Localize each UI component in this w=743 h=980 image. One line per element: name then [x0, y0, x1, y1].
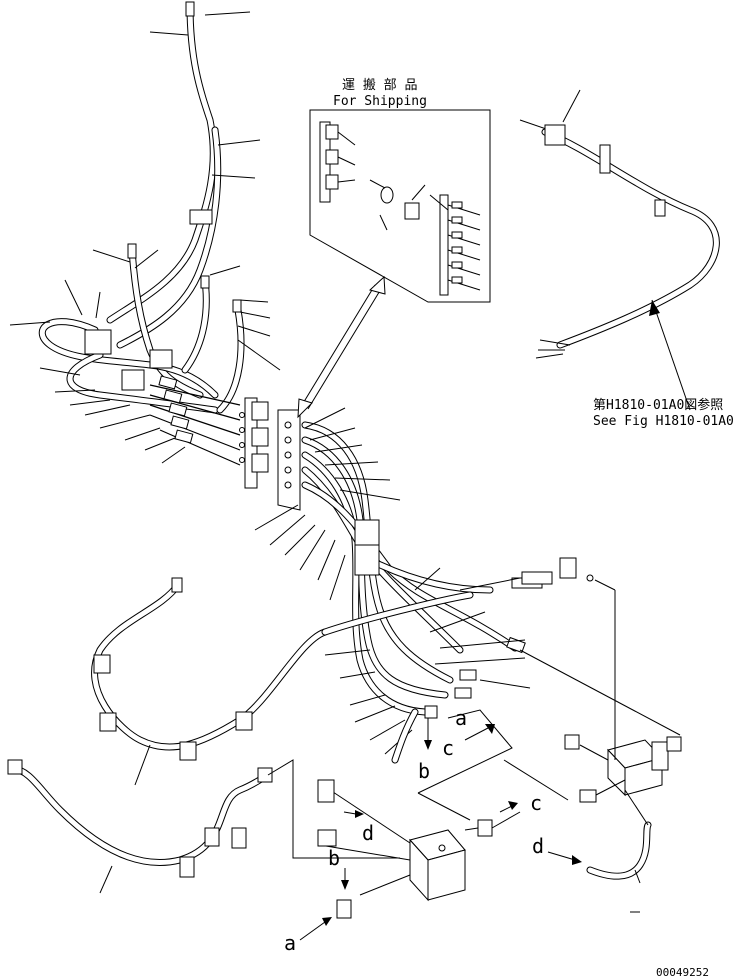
shipping-title-jp: 運 搬 部 品: [342, 78, 417, 93]
callout-connectors: [267, 709, 569, 859]
valve-block-right: [459, 557, 682, 884]
callout-c-lower: c: [530, 791, 542, 815]
middle-hose-bundle: [254, 407, 543, 764]
shipping-link-arrow: [297, 275, 386, 419]
reference-text-en: See Fig H1810-01A0: [593, 414, 734, 429]
part-number: 00049252: [656, 966, 709, 979]
callout-c-upper: c: [442, 736, 454, 760]
callout-b-lower: b: [328, 846, 340, 870]
upper-hose-bundle: [9, 1, 281, 466]
manifold-plate-assembly: [239, 397, 301, 511]
callout-d-lower: d: [362, 821, 374, 845]
callout-d-right: d: [532, 834, 544, 858]
shipping-title-en: For Shipping: [333, 94, 427, 109]
lower-left-hoses: [7, 577, 474, 894]
callout-b-upper: b: [418, 759, 430, 783]
reference-inset-hose: 第H1810-01A0図参照 See Fig H1810-01A0: [519, 89, 734, 429]
reference-text-jp: 第H1810-01A0図参照: [593, 397, 723, 413]
valve-block-lower: [317, 779, 521, 919]
callout-a-lower: a: [284, 931, 296, 955]
shipping-parts-box: 運 搬 部 品 For Shipping: [309, 78, 491, 303]
callout-a-upper: a: [455, 706, 467, 730]
callout-letters: a b c c d d b a: [284, 706, 582, 955]
